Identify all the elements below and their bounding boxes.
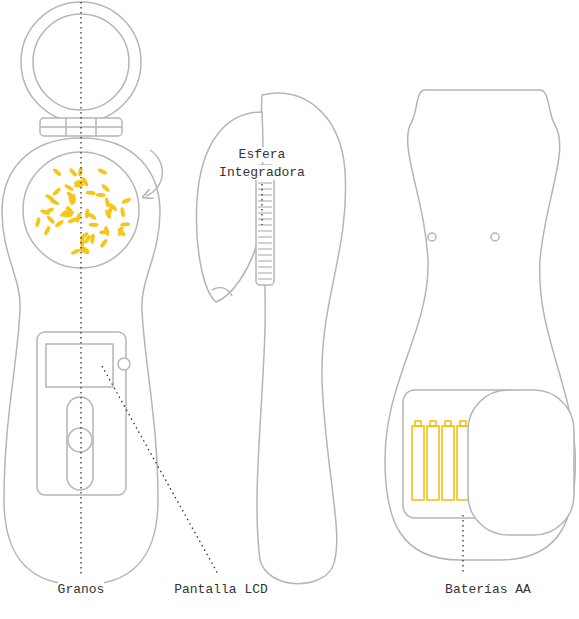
hatch-stroke — [258, 212, 272, 213]
battery — [412, 426, 424, 500]
grain — [49, 198, 60, 206]
battery — [427, 426, 439, 500]
grain — [65, 205, 74, 215]
hatch-stroke — [258, 230, 272, 231]
hinge-line — [95, 118, 97, 136]
hinge-line — [65, 118, 67, 136]
integrating-sphere — [256, 165, 274, 285]
hatch-stroke — [258, 200, 272, 201]
hatch-stroke — [258, 182, 272, 183]
battery-cover — [468, 390, 574, 535]
hatch-stroke — [258, 278, 272, 279]
screw-hole — [491, 233, 499, 241]
grain — [107, 206, 113, 217]
hatch-stroke — [258, 266, 272, 267]
lcd-screen — [46, 344, 113, 387]
battery-cap — [430, 421, 436, 426]
grain — [52, 187, 62, 197]
side-lid — [196, 112, 262, 302]
hatch-stroke — [258, 194, 272, 195]
grain — [70, 248, 81, 256]
grain — [89, 223, 99, 227]
grain — [101, 183, 111, 193]
aa-batteries — [412, 421, 469, 500]
grain — [74, 179, 85, 185]
rotate-arrow — [146, 150, 162, 196]
back-view — [385, 90, 575, 560]
grain — [44, 207, 55, 215]
sample-window — [23, 152, 139, 268]
hatch-stroke — [258, 272, 272, 273]
label-text: Esfera Integradora — [219, 147, 305, 180]
indicator-light — [118, 358, 130, 370]
leader-line — [80, 2, 81, 575]
grain — [120, 207, 126, 218]
hatch-stroke — [258, 188, 272, 189]
label-text: Baterías AA — [445, 582, 531, 597]
hatch-stroke — [258, 248, 272, 249]
grain — [97, 168, 108, 176]
lid-notch — [212, 288, 232, 296]
leader-lines — [81, 2, 463, 575]
part-label: Esfera Integradora — [197, 146, 327, 182]
hatch-stroke — [258, 236, 272, 237]
power-button — [68, 428, 92, 452]
grain — [90, 234, 96, 245]
grain — [116, 227, 126, 237]
battery-cap — [415, 421, 421, 426]
grain — [95, 193, 105, 198]
grain — [64, 183, 75, 192]
part-label: Baterías AA — [418, 581, 558, 599]
label-text: Granos — [58, 582, 105, 597]
grain — [68, 195, 75, 206]
label-text: Pantalla LCD — [174, 582, 268, 597]
grain — [103, 226, 109, 237]
battery-cap — [460, 421, 466, 426]
grain — [52, 167, 62, 177]
screw-hole — [428, 233, 436, 241]
hatch-stroke — [258, 206, 272, 207]
button-slot — [67, 397, 93, 490]
leader-line — [261, 184, 262, 225]
grain — [99, 238, 108, 248]
grain — [65, 206, 73, 217]
hatch-stroke — [258, 254, 272, 255]
hatch-stroke — [258, 218, 272, 219]
battery — [442, 426, 454, 500]
back-body — [385, 90, 575, 560]
battery — [457, 426, 469, 500]
part-label: Pantalla LCD — [174, 581, 268, 599]
grain-pattern — [35, 166, 132, 255]
leader-line — [102, 366, 218, 574]
leader-line — [462, 515, 463, 575]
grain — [68, 167, 78, 177]
grain — [120, 222, 130, 227]
grain — [87, 212, 98, 221]
grain — [43, 225, 51, 236]
sphere-hatching — [258, 171, 272, 279]
part-label: Granos — [31, 581, 131, 599]
grain — [121, 197, 132, 205]
grain — [35, 217, 42, 228]
hatch-stroke — [258, 242, 272, 243]
front-view — [2, 2, 162, 585]
grain — [54, 219, 64, 228]
grain — [104, 197, 110, 208]
side-view — [196, 93, 345, 583]
grain — [85, 190, 95, 195]
battery-cap — [445, 421, 451, 426]
grain — [46, 215, 56, 225]
hatch-stroke — [258, 224, 272, 225]
hatch-stroke — [258, 260, 272, 261]
